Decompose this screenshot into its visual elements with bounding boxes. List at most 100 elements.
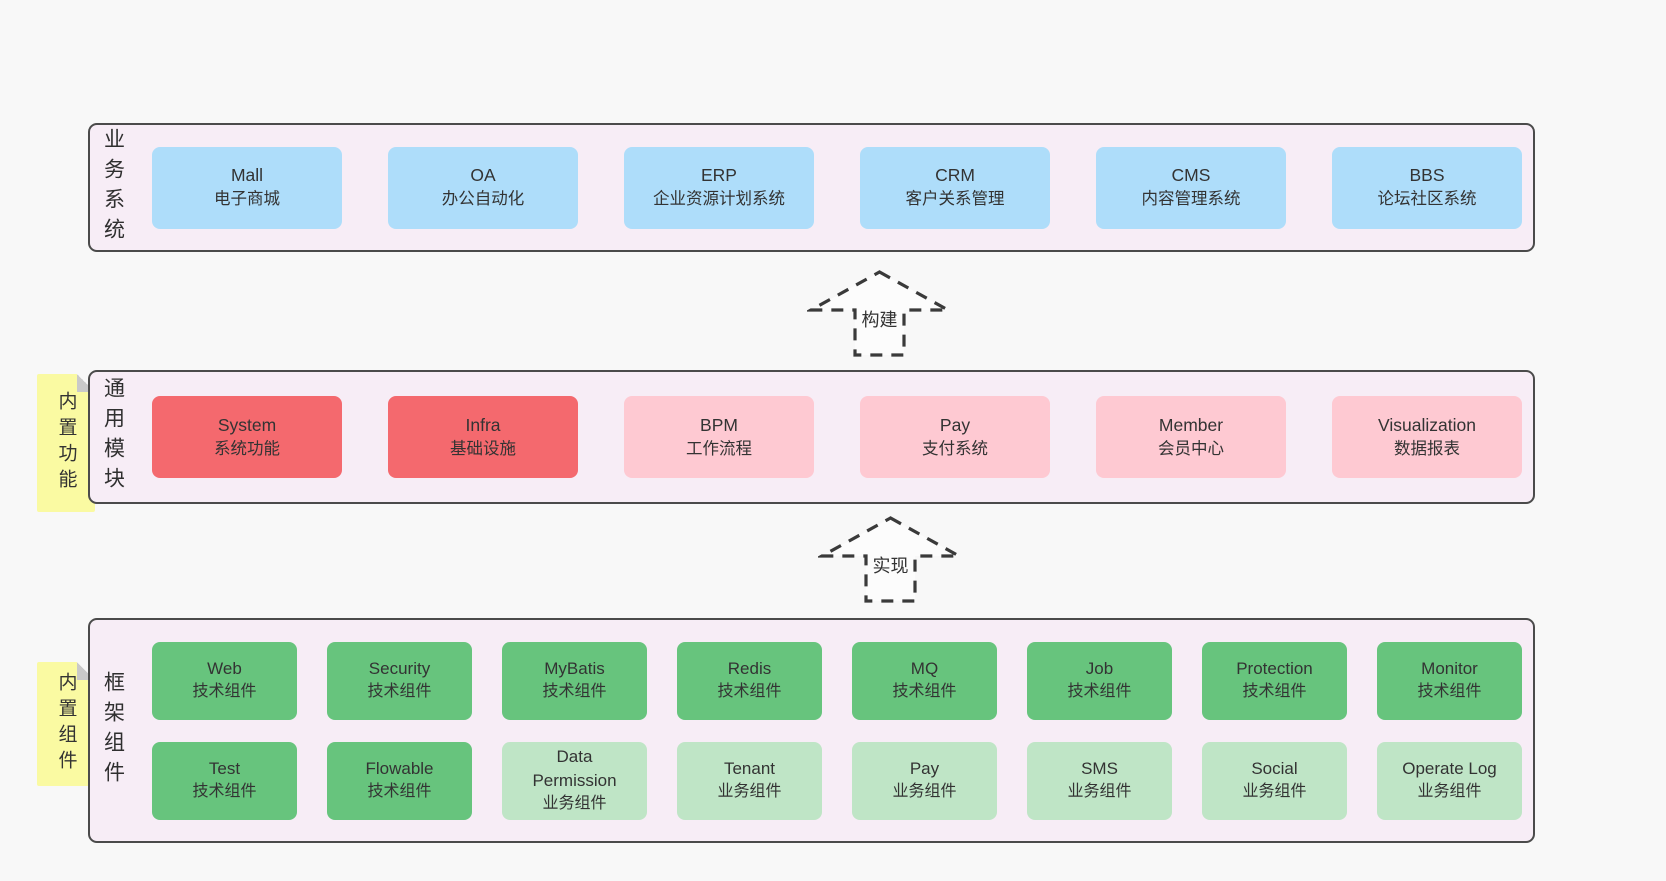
box-title-en: Job — [1085, 659, 1114, 679]
component-row-2: Test 技术组件 Flowable 技术组件 Data Permission … — [152, 741, 1533, 820]
box-title-en: System — [217, 414, 277, 435]
box-title-en: CMS — [1171, 165, 1211, 186]
box-title-en: Monitor — [1421, 659, 1478, 679]
box-subtitle-zh: 技术组件 — [192, 783, 257, 801]
box-subtitle-zh: 业务组件 — [542, 795, 607, 813]
box-title-en: Member — [1158, 414, 1224, 435]
box-subtitle-zh: 业务组件 — [1242, 783, 1307, 801]
panel-business-systems: 业务系统 Mall 电子商城 OA 办公自动化 ERP 企业资源计划系统 CRM… — [88, 123, 1535, 252]
box-subtitle-zh: 数据报表 — [1394, 439, 1460, 458]
business-boxes-row: Mall 电子商城 OA 办公自动化 ERP 企业资源计划系统 CRM 客户关系… — [136, 125, 1533, 250]
box-bpm: BPM 工作流程 — [624, 396, 814, 478]
box-pay-component: Pay 业务组件 — [852, 741, 997, 820]
box-pay-system: Pay 支付系统 — [860, 396, 1050, 478]
box-tenant: Tenant 业务组件 — [677, 741, 822, 820]
section-label-text: 框架组件 — [101, 670, 125, 791]
box-data-permission: Data Permission 业务组件 — [502, 741, 647, 820]
box-infra: Infra 基础设施 — [388, 396, 578, 478]
box-title-en: Infra — [465, 414, 501, 435]
box-subtitle-zh: 工作流程 — [686, 439, 752, 458]
box-job: Job 技术组件 — [1027, 641, 1172, 720]
box-subtitle-zh: 技术组件 — [1067, 683, 1132, 701]
box-mybatis: MyBatis 技术组件 — [502, 641, 647, 720]
panel-common-modules: 通用模块 System 系统功能 Infra 基础设施 BPM 工作流程 Pay… — [88, 370, 1535, 504]
tab-label: 内置组件 — [55, 672, 77, 776]
box-subtitle-zh: 会员中心 — [1158, 439, 1224, 458]
section-label-modules: 通用模块 — [90, 372, 136, 502]
box-subtitle-zh: 业务组件 — [1067, 783, 1132, 801]
box-operate-log: Operate Log 业务组件 — [1377, 741, 1522, 820]
box-subtitle-zh: 电子商城 — [214, 190, 280, 209]
box-subtitle-zh: 技术组件 — [717, 683, 782, 701]
box-title-en: Operate Log — [1402, 759, 1497, 779]
box-subtitle-zh: 内容管理系统 — [1141, 190, 1241, 209]
box-monitor: Monitor 技术组件 — [1377, 641, 1522, 720]
box-subtitle-zh: 技术组件 — [1242, 683, 1307, 701]
box-visualization: Visualization 数据报表 — [1332, 396, 1522, 478]
component-row-1: Web 技术组件 Security 技术组件 MyBatis 技术组件 Redi… — [152, 641, 1533, 720]
box-security: Security 技术组件 — [327, 641, 472, 720]
box-test: Test 技术组件 — [152, 741, 297, 820]
box-title-en: MQ — [910, 659, 939, 679]
box-social: Social 业务组件 — [1202, 741, 1347, 820]
box-title-en: BBS — [1409, 165, 1445, 186]
box-subtitle-zh: 企业资源计划系统 — [653, 190, 785, 209]
box-protection: Protection 技术组件 — [1202, 641, 1347, 720]
box-title-en: OA — [470, 165, 496, 186]
box-subtitle-zh: 系统功能 — [214, 439, 280, 458]
box-title-en: Flowable — [365, 759, 434, 779]
box-title-en: Tenant — [723, 759, 776, 779]
box-subtitle-zh: 业务组件 — [892, 783, 957, 801]
box-system: System 系统功能 — [152, 396, 342, 478]
box-subtitle-zh: 业务组件 — [717, 783, 782, 801]
component-boxes-grid: Web 技术组件 Security 技术组件 MyBatis 技术组件 Redi… — [136, 620, 1533, 841]
tab-built-in-components: 内置组件 — [37, 662, 95, 786]
box-title-en: Test — [208, 759, 241, 779]
box-subtitle-zh: 支付系统 — [922, 439, 988, 458]
box-member: Member 会员中心 — [1096, 396, 1286, 478]
arrow-label: 实现 — [873, 556, 909, 576]
box-sms: SMS 业务组件 — [1027, 741, 1172, 820]
box-title-en: SMS — [1081, 759, 1118, 779]
tab-label: 内置功能 — [55, 391, 77, 495]
box-subtitle-zh: 技术组件 — [892, 683, 957, 701]
box-title-en: Social — [1251, 759, 1298, 779]
box-subtitle-zh: 客户关系管理 — [905, 190, 1005, 209]
box-mq: MQ 技术组件 — [852, 641, 997, 720]
box-title-en: Pay — [939, 414, 971, 435]
box-title-en: Pay — [909, 759, 940, 779]
implement-arrow: 实现 — [815, 515, 966, 605]
box-web: Web 技术组件 — [152, 641, 297, 720]
box-title-en: Web — [207, 659, 242, 679]
box-title-en: Security — [368, 659, 431, 679]
box-oa: OA 办公自动化 — [388, 146, 578, 229]
box-title-en: MyBatis — [544, 659, 605, 679]
box-subtitle-zh: 技术组件 — [1417, 683, 1482, 701]
box-redis: Redis 技术组件 — [677, 641, 822, 720]
panel-framework-components: 框架组件 Web 技术组件 Security 技术组件 MyBatis 技术组件… — [88, 618, 1535, 843]
box-title-en: ERP — [701, 165, 737, 186]
box-subtitle-zh: 技术组件 — [367, 783, 432, 801]
box-bbs: BBS 论坛社区系统 — [1332, 146, 1522, 229]
dashed-up-arrow-icon: 构建 — [804, 270, 955, 357]
box-subtitle-zh: 论坛社区系统 — [1377, 190, 1477, 209]
section-label-text: 通用模块 — [101, 377, 125, 497]
box-subtitle-zh: 技术组件 — [192, 683, 257, 701]
box-title-en: Mall — [230, 165, 264, 186]
box-subtitle-zh: 业务组件 — [1417, 783, 1482, 801]
section-label-business: 业务系统 — [90, 125, 136, 250]
build-arrow: 构建 — [804, 269, 955, 359]
box-subtitle-zh: 基础设施 — [450, 439, 516, 458]
box-title-en: CRM — [935, 165, 975, 186]
box-crm: CRM 客户关系管理 — [860, 146, 1050, 229]
section-label-components: 框架组件 — [90, 620, 136, 841]
box-title-en: Redis — [727, 659, 772, 679]
box-title-en: Data Permission — [532, 747, 617, 791]
box-cms: CMS 内容管理系统 — [1096, 146, 1286, 229]
box-flowable: Flowable 技术组件 — [327, 741, 472, 820]
section-label-text: 业务系统 — [101, 127, 125, 248]
box-subtitle-zh: 办公自动化 — [441, 190, 525, 209]
box-title-en: Protection — [1236, 659, 1313, 679]
arrow-label: 构建 — [862, 310, 898, 330]
module-boxes-row: System 系统功能 Infra 基础设施 BPM 工作流程 Pay 支付系统… — [136, 372, 1533, 502]
